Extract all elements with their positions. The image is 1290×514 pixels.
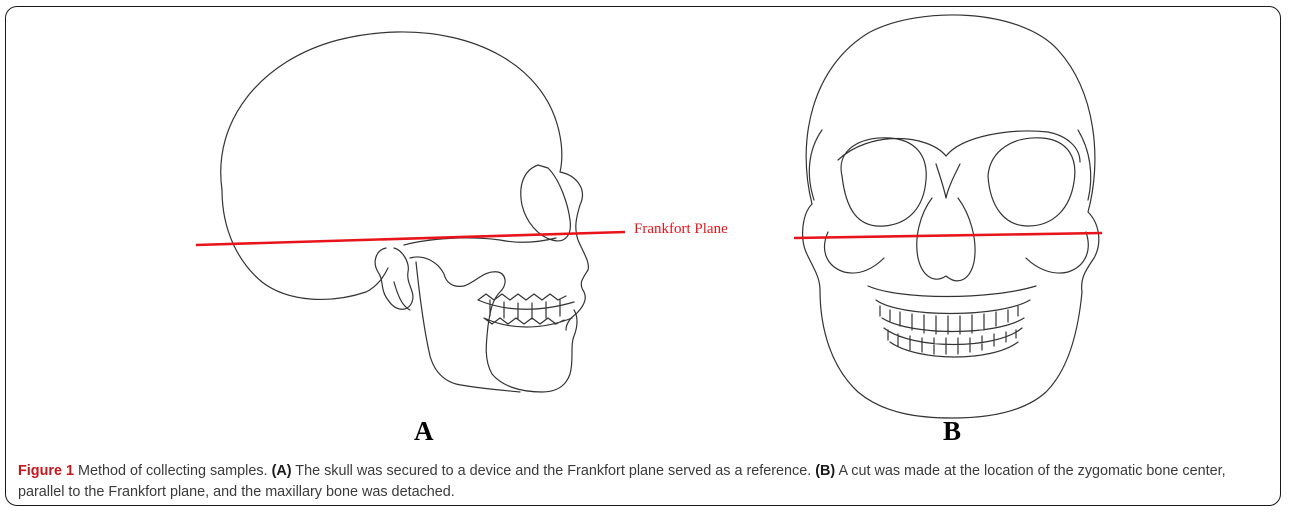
orbit-right: [988, 138, 1075, 226]
cranium-frontal-left: [803, 204, 820, 290]
temporal-line-left: [809, 130, 822, 200]
mandible-ramus: [416, 262, 520, 392]
cranium-outline: [221, 32, 589, 330]
brow-ridge: [838, 131, 1080, 162]
ear-region: [375, 248, 413, 309]
zygoma-right: [1026, 232, 1088, 273]
lower-teeth-lateral: [484, 318, 572, 327]
caption-part-a-text: The skull was secured to a device and th…: [295, 463, 811, 479]
panel-a-letter: A: [414, 416, 434, 446]
orbit-left: [841, 138, 926, 226]
frankfort-plane-line-b: [794, 233, 1102, 238]
mandible-frontal: [820, 290, 1082, 418]
figure-title: Method of collecting samples.: [78, 463, 268, 479]
frontal-skull: [803, 15, 1099, 418]
nasal-aperture: [917, 198, 975, 281]
maxilla: [868, 286, 1036, 297]
caption-part-a-tag: (A): [272, 463, 292, 479]
cranium-frontal: [806, 15, 1099, 292]
temporal-line-right: [1078, 130, 1091, 200]
figure-caption: Figure 1 Method of collecting samples. (…: [18, 461, 1273, 503]
nasal-bones: [936, 164, 960, 198]
panel-b-letter: B: [943, 416, 961, 446]
orbit-lateral: [521, 165, 571, 241]
figure-label: Figure 1: [18, 463, 74, 479]
upper-teeth-frontal: [876, 300, 1030, 334]
lower-teeth-frontal: [884, 328, 1022, 357]
mastoid: [394, 282, 410, 310]
lateral-skull: [221, 32, 589, 392]
frankfort-plane-label: Frankfort Plane: [634, 221, 728, 237]
caption-part-b-tag: (B): [815, 463, 835, 479]
